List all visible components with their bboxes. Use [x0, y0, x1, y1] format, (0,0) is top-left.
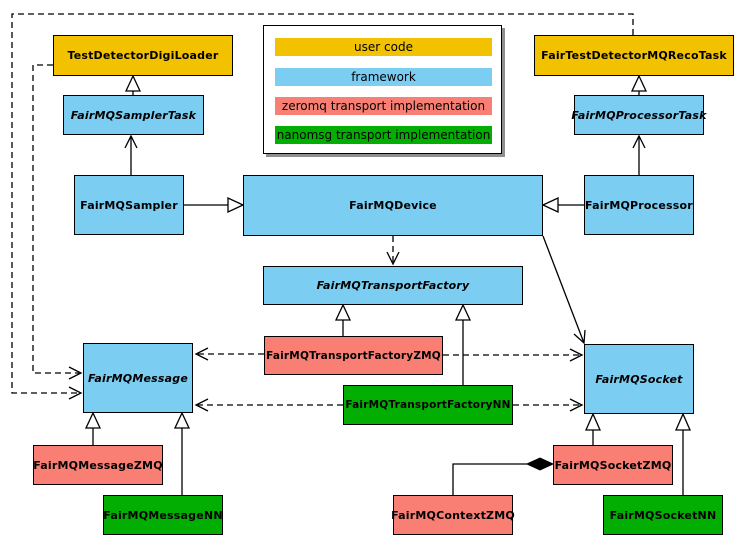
edge-tfnn-to-socket: [513, 398, 584, 412]
node-fairmqmessage: FairMQMessage: [83, 343, 193, 413]
edge-tfnn-to-transportfactory: [454, 303, 472, 385]
node-fairmqsampler: FairMQSampler: [74, 175, 184, 235]
node-fairmqtransportfactoryzmq: FairMQTransportFactoryZMQ: [264, 336, 443, 375]
node-fairmqtransportfactorynn: FairMQTransportFactoryNN: [343, 385, 513, 425]
edge-samplertask-to-digiloader: [124, 74, 142, 95]
node-fairmqsamplertask: FairMQSamplerTask: [63, 95, 204, 135]
legend-item-nanomsg: nanomsg transport implementation: [275, 126, 492, 144]
node-fairmqprocessortask: FairMQProcessorTask: [571, 95, 706, 135]
node-fairmqsocketnn: FairMQSocketNN: [603, 495, 723, 535]
edge-processor-to-processortask: [632, 134, 646, 175]
edge-messagezmq-to-message: [84, 411, 102, 445]
legend: user code framework zeromq transport imp…: [263, 25, 502, 154]
edge-recotask-to-message: [11, 13, 634, 400]
node-fairmqsocketzmq: FairMQSocketZMQ: [553, 445, 673, 485]
edge-socketzmq-to-socket: [585, 412, 601, 445]
edge-socketnn-to-socket: [675, 412, 691, 495]
edge-tfzmq-to-socket: [443, 348, 584, 362]
edge-tfzmq-to-message: [194, 347, 264, 361]
edge-sampler-to-device: [184, 196, 245, 214]
edge-processortask-to-recotask: [630, 74, 648, 95]
node-fairmqdevice: FairMQDevice: [243, 175, 543, 236]
node-fairmqprocessor: FairMQProcessor: [584, 175, 694, 235]
legend-item-framework: framework: [275, 68, 492, 86]
node-fairmqcontextzmq: FairMQContextZMQ: [391, 495, 515, 535]
edge-device-to-socket: [542, 235, 586, 345]
edge-sampler-to-samplertask: [124, 134, 138, 175]
node-fairmqmessagenn: FairMQMessageNN: [103, 495, 223, 535]
node-testdetectordigiloader: TestDetectorDigiLoader: [53, 35, 233, 76]
node-fairmqmessagezmq: FairMQMessageZMQ: [33, 445, 163, 485]
edge-device-to-transportfactory: [386, 236, 400, 266]
edge-contextzmq-to-socketzmq: [452, 457, 555, 495]
node-fairtestdetectormqrecotask: FairTestDetectorMQRecoTask: [534, 35, 734, 76]
legend-item-user-code: user code: [275, 38, 492, 56]
edge-digiloader-to-message: [32, 64, 83, 380]
node-fairmqtransportfactory: FairMQTransportFactory: [263, 266, 523, 305]
edge-tfzmq-to-transportfactory: [334, 303, 352, 336]
legend-item-zeromq: zeromq transport implementation: [275, 97, 492, 115]
edge-processor-to-device: [541, 196, 584, 214]
edge-messagenn-to-message: [173, 411, 191, 495]
edge-tfnn-to-message: [194, 398, 343, 412]
node-fairmqsocket: FairMQSocket: [584, 344, 694, 414]
